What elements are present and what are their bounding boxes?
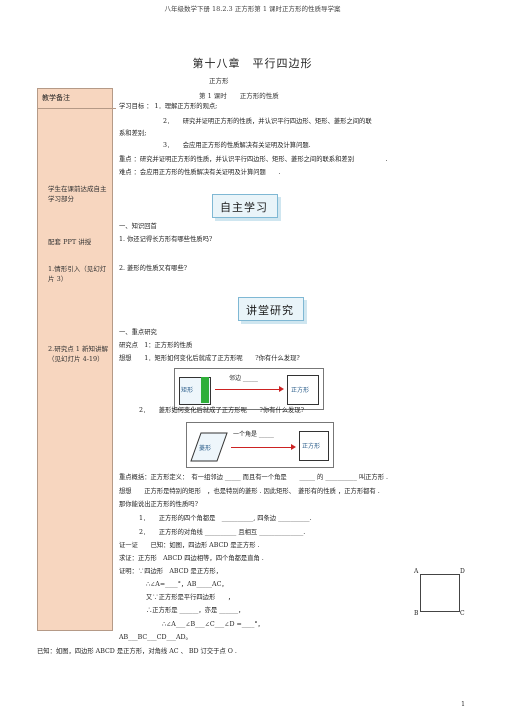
rhombus-shape xyxy=(190,432,228,462)
vertex-b: B xyxy=(414,610,419,617)
square-shape xyxy=(287,375,319,405)
chapter-title: 第十八章 平行四边形 xyxy=(192,57,313,70)
notes-heading: 教学备注 xyxy=(38,89,116,109)
square-label: 正方形 xyxy=(302,443,321,450)
lesson-title: 第 1 课时 正方形的性质 xyxy=(199,92,279,100)
adjacent-sides-label: 邻边 _____ xyxy=(229,373,258,382)
notes-sidebar: 教学备注 学生在课前达成自主学习部分 配套 PPT 讲授 1.情形引入（见幻灯片… xyxy=(37,88,116,631)
next-problem: 已知：如图，四边形 ABCD 是正方形，对角线 AC 、 BD 订交于点 O . xyxy=(37,648,237,655)
proof-given: 证一证 已知：如图，四边形 ABCD 是正方形 . xyxy=(119,542,260,549)
note-self-study: 学生在课前达成自主学习部分 xyxy=(48,185,107,203)
explore-point: 研究点 1：正方形的性质 xyxy=(119,342,193,349)
explore-q1: 想想 1．矩形如何变化后就成了正方形呢 ?你有什么发现? xyxy=(119,355,300,362)
rhombus-label: 菱形 xyxy=(199,445,212,452)
key-point: 重点 ：研究并证明正方形的性质，并认识平行四边形、矩形、菱形之间的联系和差别 . xyxy=(119,156,388,163)
square-abcd-figure: A D B C xyxy=(414,566,466,618)
section-title: 正方形 xyxy=(209,77,229,85)
square-shape xyxy=(299,431,329,461)
rhombus-to-square-figure: 菱形 一个角是 _____ 正方形 xyxy=(186,422,334,468)
proof-line: 证明：∵四边形 ABCD 是正方形， xyxy=(119,568,223,575)
summary-line: 重点概括：正方形定义： 有一组邻边 _____ 而且有一个角是 _____ 的 … xyxy=(119,474,389,481)
goal-line: 系和差别; xyxy=(119,130,147,137)
note-explain: 2.研究点 1 新知讲解（见幻灯片 4-19） xyxy=(48,345,108,363)
vertex-c: C xyxy=(460,610,465,617)
explore-heading: 一、重点研究 xyxy=(119,329,157,336)
summary-line: 想想 正方形是特别的矩形 ，也是特别的菱形 . 因此矩形、 菱形有的性质 ，正方… xyxy=(119,488,380,495)
arrow-line xyxy=(215,389,281,390)
rectangle-to-square-figure: 矩形 邻边 _____ 正方形 xyxy=(174,368,324,410)
square-outline xyxy=(420,574,460,612)
proof-to-prove: 求证：正方形 ABCD 四边相等，四个角都是直角 . xyxy=(119,555,264,562)
rectangle-label: 矩形 xyxy=(181,387,194,394)
proof-line: ∴∠A___∠B___∠C___∠D =____°， xyxy=(162,621,264,628)
arrow-line xyxy=(231,447,293,448)
vertex-d: D xyxy=(460,568,465,575)
proof-line: ∴∠A=____°，AB_____AC， xyxy=(146,581,228,588)
property-1: 1． 正方形的四个角都是 __________, 四条边 __________. xyxy=(139,515,312,522)
proof-line: ∴正方形是 ______，亦是 ______， xyxy=(146,607,245,614)
summary-line: 那你能说出正方形的性质吗? xyxy=(119,501,198,508)
vertex-a: A xyxy=(414,568,419,575)
review-q2: 2. 菱形的性质又有哪些? xyxy=(119,265,188,272)
page-number: 1 xyxy=(461,701,465,708)
page-header: 八年级数学下册 18.2.3 正方形第 1 课时正方形的性质导学案 xyxy=(164,5,341,13)
self-study-banner: 自主学习 xyxy=(212,194,278,218)
goal-line: 学习目标 ： 1．理解正方形的观点; xyxy=(119,103,218,110)
arrow-head-icon xyxy=(279,386,284,392)
review-heading: 一、知识回首 xyxy=(119,223,157,230)
property-2: 2． 正方形的对角线 __________ 且相互 ______________… xyxy=(139,529,306,536)
review-q1: 1. 你还记得长方形有哪些性质吗? xyxy=(119,236,213,243)
class-study-banner: 讲堂研究 xyxy=(238,297,304,321)
square-label: 正方形 xyxy=(291,387,310,394)
green-strip xyxy=(201,377,209,403)
difficult-point: 难点 ：会应用正方形的性质解决有关证明及计算问题 . xyxy=(119,169,281,176)
goal-line: 2． 研究并证明正方形的性质，并认识平行四边形、矩形、菱形之间的联 xyxy=(163,118,372,125)
one-angle-label: 一个角是 _____ xyxy=(233,429,274,438)
note-ppt: 配套 PPT 讲授 xyxy=(48,238,92,246)
self-study-label: 自主学习 xyxy=(220,201,268,214)
goal-line: 3． 会应用正方形的性质解决有关证明及计算问题. xyxy=(163,142,311,149)
proof-line: AB___BC___CD___AD。 xyxy=(119,634,192,641)
class-study-label: 讲堂研究 xyxy=(246,304,294,317)
note-intro: 1.情形引入（见幻灯片 3） xyxy=(48,265,107,283)
proof-line: 又∵正方形是平行四边形 ， xyxy=(146,594,235,601)
arrow-head-icon xyxy=(291,444,296,450)
explore-q2: 2． 菱形如何变化后就成了正方形呢 ?你有什么发现? xyxy=(139,407,305,414)
